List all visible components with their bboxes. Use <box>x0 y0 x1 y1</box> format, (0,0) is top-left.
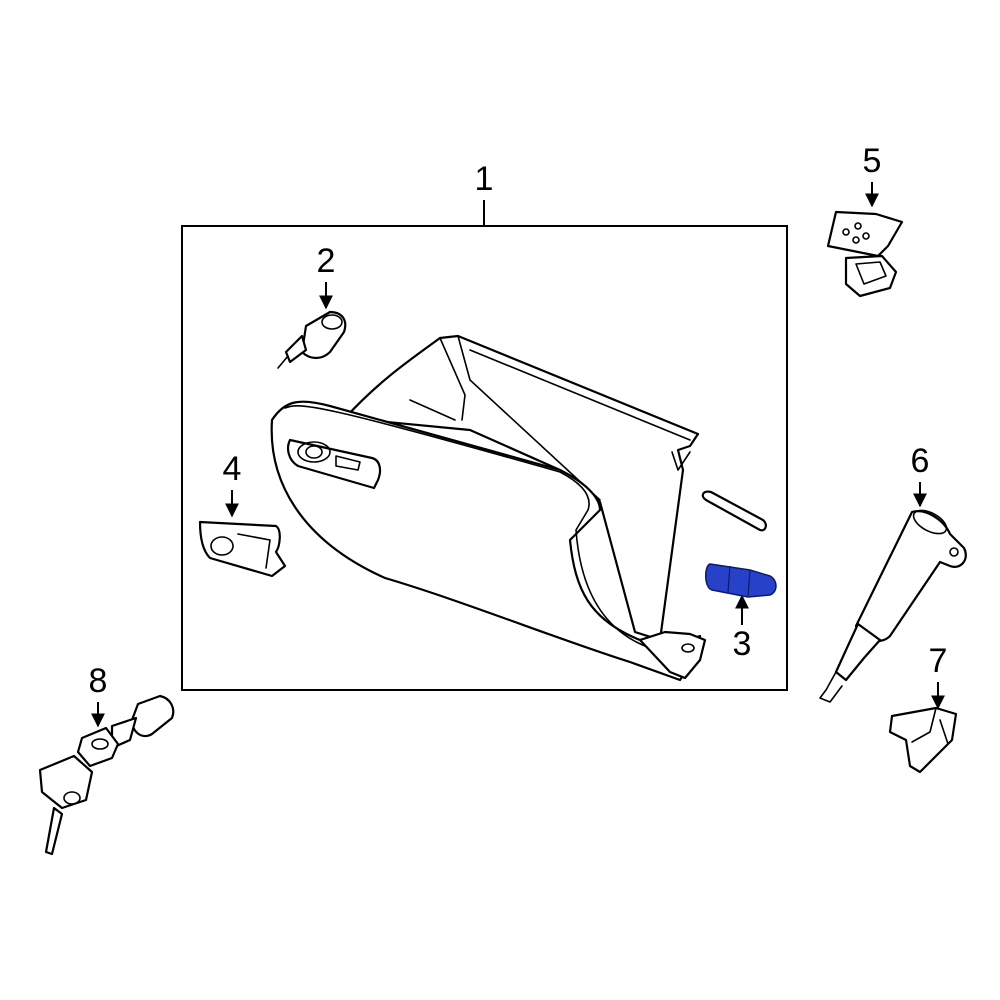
callout-label-3: 3 <box>733 625 752 663</box>
callout-label-8: 8 <box>89 662 108 700</box>
callout-8[interactable]: 8 <box>89 662 108 728</box>
damper-part[interactable] <box>819 506 967 703</box>
bumper-body <box>705 563 777 598</box>
callout-label-7: 7 <box>929 642 948 680</box>
callout-label-1: 1 <box>475 160 494 198</box>
striker-part[interactable] <box>888 706 958 774</box>
latch-assembly-part[interactable] <box>38 694 175 856</box>
lock-cylinder-part[interactable] <box>277 310 347 369</box>
handle-bezel-part[interactable] <box>198 520 287 578</box>
callout-2[interactable]: 2 <box>317 242 336 310</box>
callout-1[interactable]: 1 <box>475 160 494 226</box>
callout-label-4: 4 <box>223 450 242 488</box>
glove-box-part[interactable] <box>270 334 707 682</box>
bracket-part[interactable] <box>826 210 904 298</box>
callout-3[interactable]: 3 <box>733 594 752 663</box>
callout-label-2: 2 <box>317 242 336 280</box>
callout-label-6: 6 <box>911 442 930 480</box>
callout-6[interactable]: 6 <box>911 442 930 508</box>
callout-7[interactable]: 7 <box>929 642 948 710</box>
callout-5[interactable]: 5 <box>863 142 882 208</box>
highlighted-bumper-part[interactable] <box>705 563 777 598</box>
callout-4[interactable]: 4 <box>223 450 242 518</box>
callout-label-5: 5 <box>863 142 882 180</box>
pin-part[interactable] <box>701 490 767 532</box>
